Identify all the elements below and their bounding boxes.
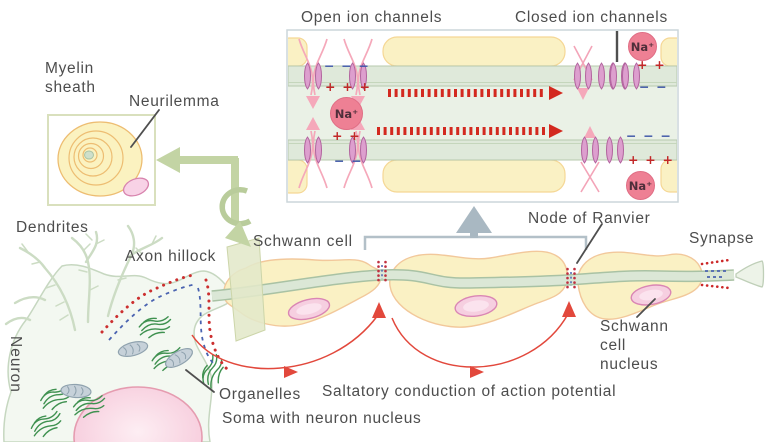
charge-negative: − − bbox=[334, 153, 363, 168]
closed-channel-arrowheads bbox=[577, 88, 596, 138]
schwann-nucleus-2 bbox=[454, 294, 498, 318]
impulse-arrow-bottom bbox=[377, 124, 563, 138]
soma-nucleus bbox=[73, 386, 203, 442]
charge-negative: − − − bbox=[626, 128, 673, 143]
schwann-nucleus-3 bbox=[630, 284, 672, 306]
organelles-leader bbox=[185, 369, 215, 393]
label-closed-ion-channels: Closed ion channels bbox=[515, 9, 668, 26]
inset-myelin-blobs bbox=[288, 36, 677, 194]
schwann-nucleus-1 bbox=[287, 297, 331, 321]
sodium-ion-badge: Na⁺ bbox=[628, 32, 657, 61]
saltatory-arc-2 bbox=[391, 301, 576, 378]
neurilemma-leader bbox=[130, 109, 160, 148]
dendrites bbox=[4, 224, 164, 332]
label-schwann-cell-nucleus: Schwann cell nucleus bbox=[600, 318, 669, 373]
label-soma-with-neuron-nucleus: Soma with neuron nucleus bbox=[222, 410, 422, 427]
charge-negative: − − − bbox=[324, 58, 371, 73]
label-node-of-ranvier: Node of Ranvier bbox=[528, 210, 651, 227]
hillock-charge-trails bbox=[100, 273, 229, 371]
label-axon-hillock: Axon hillock bbox=[125, 248, 217, 265]
sodium-ion-badge: Na⁺ bbox=[330, 97, 363, 130]
saltatory-arc-1 bbox=[191, 302, 386, 378]
label-open-ion-channels: Open ion channels bbox=[301, 9, 443, 26]
schwann-segment-2 bbox=[389, 250, 568, 328]
synapse-terminal bbox=[735, 260, 765, 288]
schwann-segment-3 bbox=[577, 251, 703, 320]
label-neurilemma: Neurilemma bbox=[129, 93, 220, 110]
impulse-arrow-top bbox=[388, 86, 563, 100]
label-schwann-cell: Schwann cell bbox=[253, 233, 353, 250]
rotation-arrow bbox=[156, 147, 252, 247]
charge-positive: + + + bbox=[628, 152, 675, 167]
synapse-charges bbox=[700, 258, 731, 290]
myelin-spiral bbox=[57, 121, 150, 197]
label-myelin-sheath: Myelin sheath bbox=[45, 60, 96, 96]
charge-positive: + + + bbox=[325, 79, 372, 94]
label-organelles: Organelles bbox=[219, 386, 301, 403]
charge-positive: + + bbox=[637, 57, 666, 72]
inset-pointer bbox=[363, 206, 588, 250]
charge-positive: + + bbox=[332, 128, 361, 143]
node-of-ranvier-leader bbox=[576, 223, 603, 264]
label-leaders bbox=[130, 109, 656, 393]
label-neuron: Neuron bbox=[6, 336, 24, 393]
myelin-inset-nucleus bbox=[122, 177, 150, 197]
sodium-ion-badge: Na⁺ bbox=[626, 171, 655, 200]
charge-negative: − − bbox=[639, 79, 668, 94]
label-saltatory-conduction: Saltatory conduction of action potential bbox=[322, 383, 617, 400]
label-synapse: Synapse bbox=[689, 230, 755, 247]
section-plane bbox=[226, 237, 266, 342]
label-dendrites: Dendrites bbox=[16, 219, 89, 236]
schwann-nucleus-leader bbox=[636, 298, 656, 318]
axon bbox=[211, 269, 735, 302]
ion-flow-arrows bbox=[298, 38, 373, 189]
